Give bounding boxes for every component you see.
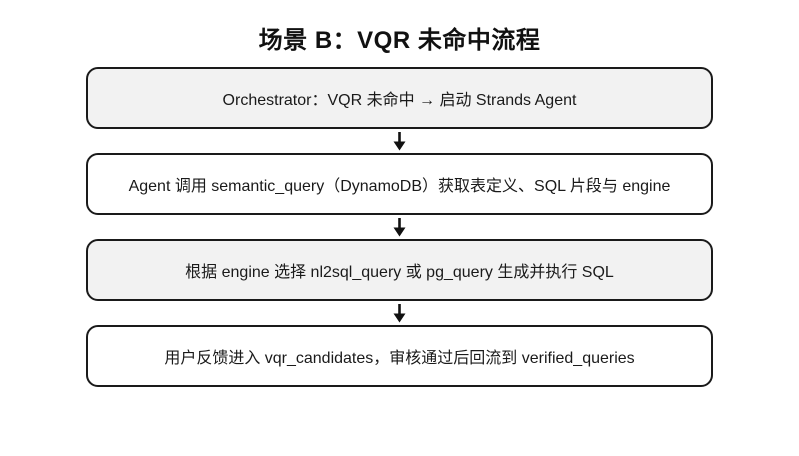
flow-column: Orchestrator：VQR 未命中 → 启动 Strands Agent … (0, 67, 799, 387)
down-arrow-icon (392, 131, 407, 151)
down-arrow-icon (392, 217, 407, 237)
flow-step-user-feedback: 用户反馈进入 vqr_candidates，审核通过后回流到 verified_… (86, 325, 713, 387)
flow-step-label: 用户反馈进入 vqr_candidates，审核通过后回流到 verified_… (164, 350, 635, 367)
diagram-title: 场景 B：VQR 未命中流程 (258, 27, 541, 54)
flow-step-engine-select: 根据 engine 选择 nl2sql_query 或 pg_query 生成并… (86, 239, 713, 301)
connector-2 (392, 215, 407, 239)
flow-step-label: 根据 engine 选择 nl2sql_query 或 pg_query 生成并… (185, 264, 614, 281)
connector-3 (392, 301, 407, 325)
flow-step-orchestrator: Orchestrator：VQR 未命中 → 启动 Strands Agent (86, 67, 713, 129)
connector-1 (392, 129, 407, 153)
flow-step-semantic-query: Agent 调用 semantic_query（DynamoDB）获取表定义、S… (86, 153, 713, 215)
flow-step-label: Orchestrator：VQR 未命中 → 启动 Strands Agent (222, 92, 577, 109)
flow-step-label: Agent 调用 semantic_query（DynamoDB）获取表定义、S… (128, 178, 671, 195)
down-arrow-icon (392, 303, 407, 323)
